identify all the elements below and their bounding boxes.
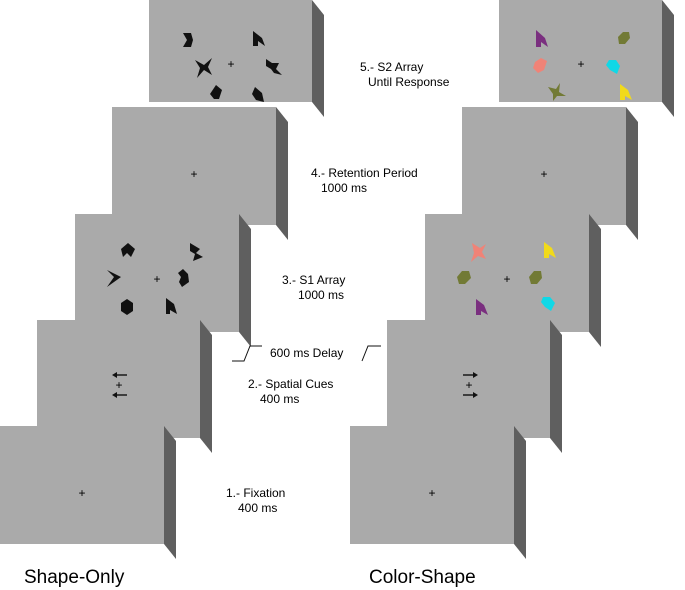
shape-hexagon-olive [618,32,630,44]
shape-blob [178,269,189,287]
shape-zigzag [266,59,282,75]
shape-hexagon-olive [457,271,471,284]
shape-flag-yellow [544,242,556,258]
color-shape-cue-screen: + [387,320,562,453]
fixation-cross: + [428,486,435,500]
step-title: 1.- Fixation [226,486,286,500]
delay-bracket-left [232,345,262,362]
shape-flag-purple [536,30,548,47]
fixation-cross: + [190,167,197,181]
shape-zigzag [190,243,203,261]
fixation-cross: + [78,486,85,500]
shape-hexagon [121,299,133,315]
step-title: 2.- Spatial Cues [248,377,334,391]
shape-blob-salmon [533,58,547,73]
shape-hexagon-olive [529,271,542,284]
step-5-label: 5.- S2 Array Until Response [360,60,449,90]
step-1-label: 1.- Fixation 400 ms [226,486,285,516]
fixation-cross: + [503,272,510,286]
shape-kite [210,85,222,99]
shape-bowtie-olive [548,83,566,101]
shape-house [121,243,135,257]
step-duration: Until Response [368,75,450,89]
shape-bowtie-salmon [471,243,486,262]
fixation-cross: + [227,57,234,71]
shape-only-s1-screen: + [75,214,251,347]
color-shape-s1-screen: + [425,214,601,347]
step-2-label: 2.- Spatial Cues 400 ms [248,377,333,407]
shape-flag-purple [476,299,488,315]
fixation-cross: + [577,57,584,71]
condition-title-shape-only: Shape-Only [24,567,125,588]
shape-blob-cyan [606,60,620,74]
fixation-cross: + [465,378,472,392]
color-shape-retention-screen: + [462,107,638,240]
left-arrow-icon [112,372,127,378]
shape-blob-cyan [541,297,555,311]
shape-blob [252,87,264,102]
delay-bracket-right [361,345,381,362]
step-title: 4.- Retention Period [311,166,418,180]
color-shape-fixation-screen: + [350,426,526,559]
left-arrow-icon [112,392,127,398]
shape-chevron [107,270,121,287]
step-title: 5.- S2 Array [360,60,424,74]
condition-title-color-shape: Color-Shape [369,567,476,588]
shape-flag [253,31,265,46]
fixation-cross: + [540,167,547,181]
shape-flag [166,298,177,314]
shape-only-fixation-screen: + [0,426,176,559]
step-title: 3.- S1 Array [282,273,346,287]
step-3-label: 3.- S1 Array 1000 ms [282,273,345,303]
right-arrow-icon [463,372,478,378]
shape-flag-yellow [620,84,632,100]
step-4-label: 4.- Retention Period 1000 ms [311,166,418,196]
fixation-cross: + [153,272,160,286]
step-duration: 400 ms [260,392,300,406]
fixation-cross: + [115,378,122,392]
shape-notched-rect [183,33,193,47]
step-duration: 1000 ms [321,181,368,195]
shape-only-retention-screen: + [112,107,288,240]
delay-label: 600 ms Delay [270,346,344,360]
right-arrow-icon [463,392,478,398]
step-duration: 400 ms [238,501,278,515]
color-shape-s2-screen: + [499,0,674,117]
step-duration: 1000 ms [298,288,345,302]
shape-bowtie [195,58,212,78]
shape-only-s2-screen: + [149,0,324,117]
shape-only-cue-screen: + [37,320,212,453]
